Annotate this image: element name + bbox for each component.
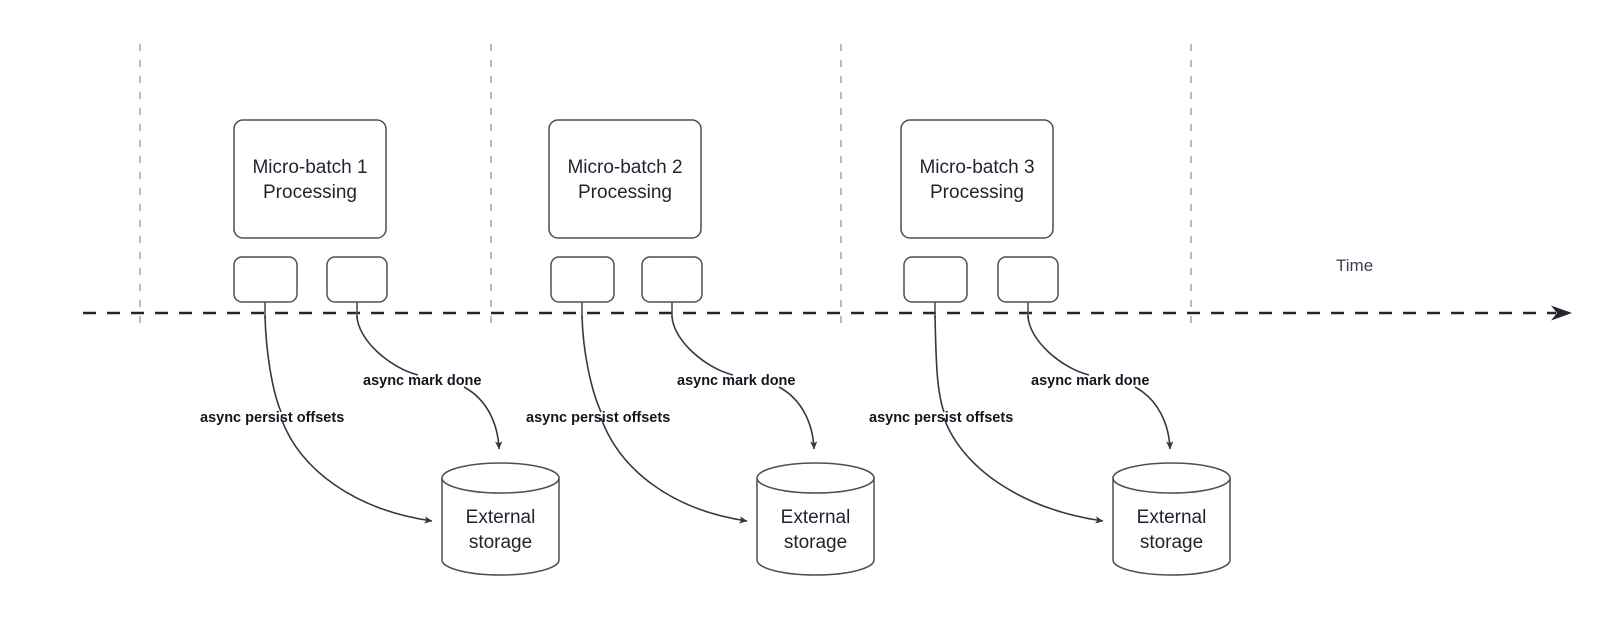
edge-label-mark-done-2: async mark done <box>677 373 796 389</box>
connectors-batch-3 <box>934 302 1174 524</box>
storage-cylinder-1-top <box>441 462 560 494</box>
group-batch-3 <box>900 119 1231 576</box>
time-axis-label: Time <box>1336 256 1374 275</box>
edge-persist-offsets-2-upper <box>581 315 602 413</box>
edge-label-mark-done-3: async mark done <box>1031 373 1150 389</box>
edge-persist-offsets-3-upper <box>934 315 945 413</box>
edge-mark-done-3-upper <box>1027 315 1090 376</box>
edge-mark-done-2-upper <box>671 315 734 376</box>
storage-cylinder-2-top <box>756 462 875 494</box>
connectors-batch-1 <box>264 302 503 524</box>
task-box-2b <box>641 256 703 303</box>
edge-label-mark-done-1: async mark done <box>363 373 482 389</box>
time-axis-arrowhead <box>1551 305 1572 321</box>
edge-persist-offsets-3-lower <box>943 417 1104 524</box>
storage-cylinder-2-body <box>756 477 875 576</box>
task-box-2a <box>550 256 615 303</box>
edge-persist-offsets-2-lower <box>600 417 748 524</box>
task-box-1b <box>326 256 388 303</box>
storage-cylinder-3-body <box>1112 477 1231 576</box>
group-batch-1 <box>233 119 560 576</box>
process-box-2 <box>548 119 702 239</box>
edge-mark-done-2-lower <box>778 386 818 450</box>
edge-label-persist-offsets-1: async persist offsets <box>200 410 345 426</box>
edge-mark-done-3-lower <box>1134 386 1174 450</box>
group-batch-2 <box>548 119 875 576</box>
task-box-3a <box>903 256 968 303</box>
edge-persist-offsets-1-lower <box>280 417 433 524</box>
time-axis <box>83 305 1572 321</box>
storage-cylinder-1-body <box>441 477 560 576</box>
process-box-3 <box>900 119 1054 239</box>
task-box-1a <box>233 256 298 303</box>
connectors-batch-2 <box>581 302 818 524</box>
edge-persist-offsets-1-upper <box>264 315 282 413</box>
storage-cylinder-3-top <box>1112 462 1231 494</box>
edge-label-persist-offsets-3: async persist offsets <box>869 410 1014 426</box>
edge-label-persist-offsets-2: async persist offsets <box>526 410 671 426</box>
task-box-3b <box>997 256 1059 303</box>
edge-mark-done-1-upper <box>356 315 419 376</box>
edge-mark-done-1-lower <box>463 386 503 450</box>
process-box-1 <box>233 119 387 239</box>
